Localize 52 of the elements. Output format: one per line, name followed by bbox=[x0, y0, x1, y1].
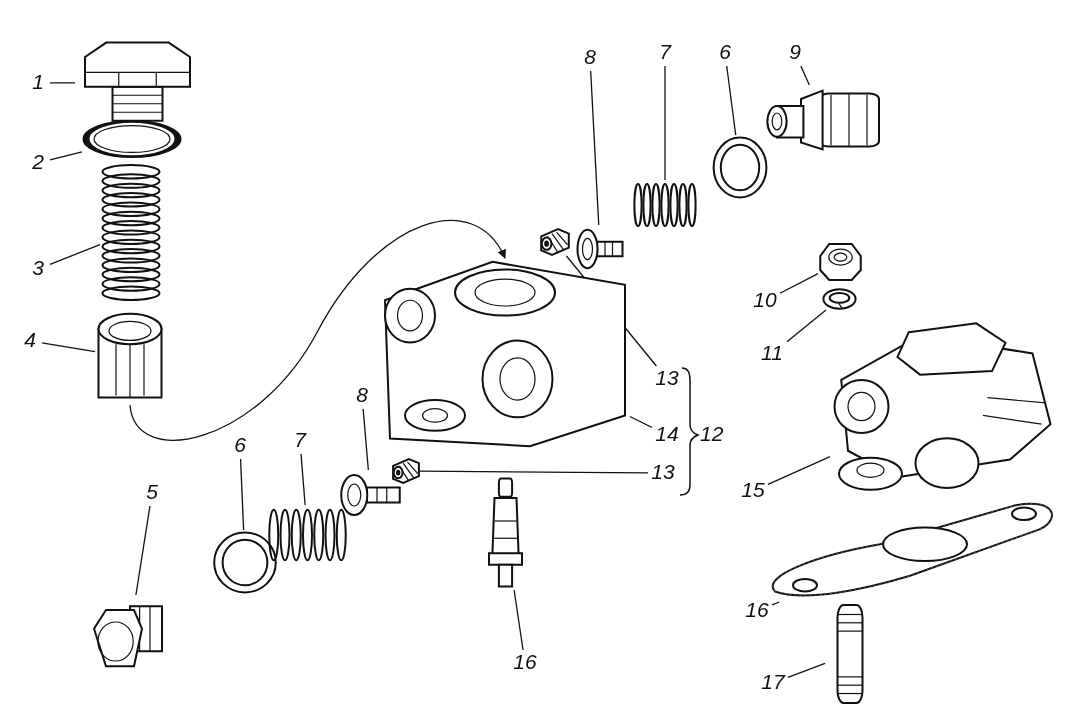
leader-line bbox=[664, 65, 666, 181]
washer-drawing bbox=[710, 135, 770, 200]
leader-line bbox=[771, 601, 781, 606]
hex-nut-drawing bbox=[818, 242, 863, 282]
callout-number: 14 bbox=[652, 422, 682, 448]
callout-number: 6 bbox=[228, 433, 252, 459]
valve-seat-drawing bbox=[540, 228, 570, 256]
o-ring-drawing bbox=[82, 118, 182, 160]
leader-line bbox=[513, 589, 524, 651]
leader-line bbox=[239, 458, 245, 531]
leader-line bbox=[41, 342, 96, 353]
callout-number: 3 bbox=[26, 256, 50, 282]
lock-washer-drawing bbox=[822, 288, 857, 310]
callout-number: 7 bbox=[288, 428, 312, 454]
leader-line bbox=[779, 272, 819, 294]
callout-number: 7 bbox=[653, 40, 677, 66]
leader-line bbox=[629, 415, 653, 429]
leader-line bbox=[590, 70, 600, 226]
leader-line bbox=[726, 65, 737, 136]
callout-number: 8 bbox=[578, 45, 602, 71]
valve-seat-drawing bbox=[392, 458, 420, 484]
leader-line bbox=[767, 456, 831, 485]
callout-number: 15 bbox=[738, 478, 768, 504]
callout-number: 16 bbox=[742, 598, 772, 624]
callout-number: 16 bbox=[510, 650, 540, 676]
leader-line bbox=[362, 408, 369, 471]
callout-number: 13 bbox=[648, 460, 678, 486]
leader-line bbox=[787, 662, 826, 678]
callout-number: 11 bbox=[757, 341, 787, 367]
callout-number: 10 bbox=[750, 288, 780, 314]
callout-number: 8 bbox=[350, 383, 374, 409]
callout-number: 17 bbox=[758, 670, 788, 696]
leader-line bbox=[800, 65, 810, 86]
arrow bbox=[129, 220, 506, 441]
callout-number: 13 bbox=[652, 366, 682, 392]
washer-drawing bbox=[210, 530, 280, 595]
callout-number: 1 bbox=[26, 70, 50, 96]
leader-line bbox=[49, 244, 101, 265]
spring-drawing bbox=[100, 165, 162, 300]
callout-number: 9 bbox=[783, 40, 807, 66]
leader-line bbox=[49, 82, 76, 84]
callout-number: 6 bbox=[713, 40, 737, 66]
callout-number: 5 bbox=[140, 480, 164, 506]
callout-number: 12 bbox=[700, 422, 724, 446]
leader-line bbox=[419, 470, 649, 474]
leader-line bbox=[49, 151, 83, 161]
spring-drawing bbox=[635, 180, 695, 230]
leader-line bbox=[786, 309, 827, 343]
leader-line bbox=[300, 453, 306, 506]
callout-number: 4 bbox=[18, 328, 42, 354]
callout-number: 2 bbox=[26, 150, 50, 176]
leader-line bbox=[135, 505, 151, 596]
